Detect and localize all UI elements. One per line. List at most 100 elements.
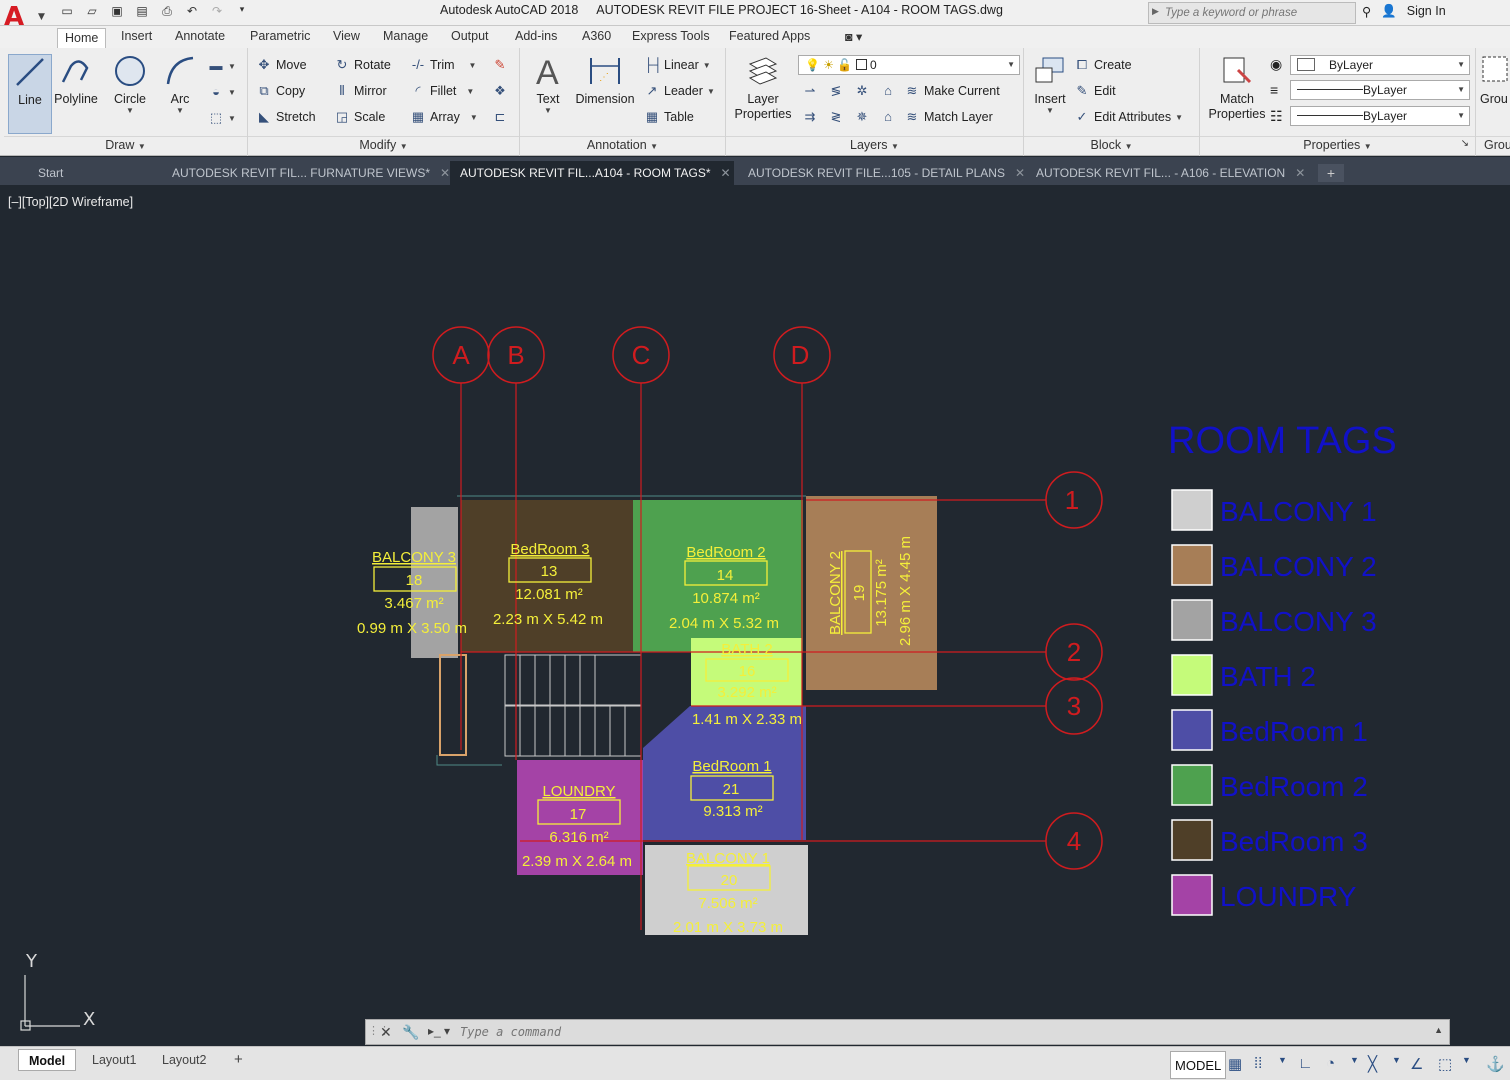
close-icon[interactable]: ✕: [1295, 166, 1306, 180]
copy-button[interactable]: ⧉Copy: [256, 81, 305, 101]
object-snap-icon[interactable]: ⬚: [1438, 1056, 1453, 1073]
layout-tab-layout1[interactable]: Layout1: [92, 1053, 137, 1067]
application-menu-button[interactable]: A▼: [4, 2, 46, 32]
erase-button[interactable]: ✎: [492, 55, 508, 75]
tab-view[interactable]: View: [333, 29, 360, 43]
close-icon[interactable]: ✕: [440, 166, 451, 180]
command-input[interactable]: [460, 1023, 1360, 1041]
tab-featured-apps[interactable]: Featured Apps: [729, 29, 811, 43]
chevron-up-icon[interactable]: ▲: [1434, 1025, 1443, 1035]
modify-panel-title[interactable]: Modify ▼: [248, 136, 519, 154]
grid-display-icon[interactable]: ▦: [1228, 1056, 1243, 1073]
stretch-button[interactable]: ◣Stretch: [256, 107, 316, 127]
layer-properties-button[interactable]: Layer Properties: [732, 54, 794, 122]
binoculars-icon[interactable]: ⚲: [1362, 5, 1372, 19]
linetype-dropdown[interactable]: ByLayer ▼: [1290, 106, 1470, 126]
rotate-button[interactable]: ↻Rotate: [334, 55, 391, 75]
new-icon[interactable]: ▭: [61, 4, 73, 18]
doc-tab-elevation[interactable]: AUTODESK REVIT FIL... - A106 - ELEVATION…: [1026, 161, 1310, 185]
arc-button[interactable]: Arc ▼: [160, 54, 200, 115]
leader-button[interactable]: ↗Leader▼: [644, 81, 715, 101]
match-properties-button[interactable]: Match Properties: [1204, 54, 1270, 122]
rectangle-button[interactable]: ▬▼: [208, 56, 236, 76]
group-button[interactable]: Grou: [1480, 54, 1510, 106]
fillet-button[interactable]: ◜Fillet▼: [410, 81, 474, 101]
snap-mode-icon[interactable]: ⁞⁞: [1254, 1055, 1263, 1072]
make-current-button[interactable]: ≋Make Current: [904, 81, 1000, 101]
dimension-button[interactable]: ⋰ Dimension: [572, 54, 638, 106]
polar-tracking-icon[interactable]: ◔: [1326, 1055, 1336, 1072]
model-space-toggle[interactable]: MODEL: [1170, 1051, 1227, 1079]
chevron-down-icon[interactable]: ▼: [176, 106, 184, 115]
tab-parametric[interactable]: Parametric: [250, 29, 311, 43]
move-button[interactable]: ✥Move: [256, 55, 307, 75]
polyline-button[interactable]: Polyline: [52, 54, 100, 106]
close-icon[interactable]: ✕: [720, 166, 731, 180]
explode-button[interactable]: ❖: [492, 81, 508, 101]
groups-panel-title[interactable]: Grou: [1476, 136, 1510, 154]
doc-tab-room-tags[interactable]: AUTODESK REVIT FIL...A104 - ROOM TAGS*✕: [450, 161, 734, 185]
layer-lock-icon[interactable]: ⌂: [884, 83, 892, 98]
match-layer-button[interactable]: ≋Match Layer: [904, 107, 993, 127]
edit-block-button[interactable]: ✎Edit: [1074, 81, 1116, 101]
tab-a360[interactable]: A360: [582, 29, 612, 43]
sign-in-area[interactable]: ⚲ 👤 Sign In: [1362, 4, 1446, 19]
grip-icon[interactable]: ⋮⋮: [368, 1025, 390, 1037]
undo-icon[interactable]: ↶: [186, 4, 198, 18]
layer-walk-icon[interactable]: ⇉: [804, 109, 816, 124]
new-tab-button[interactable]: +: [1318, 164, 1344, 182]
linear-button[interactable]: ├┤Linear▼: [644, 55, 711, 75]
layer-dropdown[interactable]: 💡 ☀ 🔓 0 ▼: [798, 55, 1020, 75]
add-layout-button[interactable]: +: [224, 1049, 253, 1071]
dialog-launcher-icon[interactable]: ↘: [1460, 138, 1469, 149]
chevron-down-icon[interactable]: ▼: [1462, 1055, 1471, 1065]
object-snap-tracking-icon[interactable]: ∠: [1410, 1056, 1424, 1073]
chevron-down-icon[interactable]: ▼: [544, 106, 552, 115]
command-prompt-icon[interactable]: ▸_ ▾: [428, 1024, 451, 1038]
ribbon-toggle-icon[interactable]: ◙ ▾: [845, 30, 863, 44]
doc-tab-detail-plans[interactable]: AUTODESK REVIT FILE...105 - DETAIL PLANS…: [738, 161, 1026, 185]
tab-add-ins[interactable]: Add-ins: [515, 29, 558, 43]
save-icon[interactable]: ▣: [111, 4, 123, 18]
lineweight-dropdown[interactable]: ByLayer ▼: [1290, 80, 1470, 100]
layer-freeze-icon[interactable]: ✲: [856, 83, 868, 98]
drawing-area[interactable]: [4, 186, 1510, 1018]
offset-button[interactable]: ⊏: [492, 107, 508, 127]
layout-tab-model[interactable]: Model: [18, 1049, 77, 1071]
tab-home[interactable]: Home: [57, 28, 107, 48]
annotation-panel-title[interactable]: Annotation ▼: [520, 136, 725, 154]
line-button[interactable]: Line: [8, 54, 52, 134]
tab-annotate[interactable]: Annotate: [175, 29, 226, 43]
scale-button[interactable]: ◲Scale: [334, 107, 385, 127]
search-box[interactable]: ▶: [1148, 2, 1356, 24]
doc-tab-start[interactable]: Start: [28, 161, 158, 185]
close-icon[interactable]: ✕: [380, 1024, 392, 1040]
layer-unlock-icon[interactable]: ⌂: [884, 109, 892, 124]
chevron-down-icon[interactable]: ▼: [126, 106, 134, 115]
block-panel-title[interactable]: Block ▼: [1024, 136, 1199, 154]
viewport-controls[interactable]: [–][Top][2D Wireframe]: [8, 195, 134, 209]
boundary-button[interactable]: ⬚▼: [208, 108, 236, 128]
array-button[interactable]: ▦Array▼: [410, 107, 478, 127]
layer-off-icon[interactable]: ⇀: [804, 83, 816, 98]
insert-button[interactable]: Insert ▼: [1028, 54, 1072, 115]
tab-manage[interactable]: Manage: [383, 29, 429, 43]
layout-tab-layout2[interactable]: Layout2: [162, 1053, 207, 1067]
hatch-button[interactable]: ◒▼: [208, 82, 236, 102]
draw-panel-title[interactable]: Draw ▼: [4, 136, 247, 154]
annotation-scale-icon[interactable]: ⚓: [1486, 1056, 1505, 1073]
mirror-button[interactable]: ⫴Mirror: [334, 81, 386, 101]
doc-tab-furniture-views[interactable]: AUTODESK REVIT FIL... FURNATURE VIEWS*✕: [162, 161, 450, 185]
table-button[interactable]: ▦Table: [644, 107, 694, 127]
text-button[interactable]: A Text ▼: [528, 54, 568, 115]
layer-isolate-icon[interactable]: ≶: [830, 83, 842, 98]
close-icon[interactable]: ✕: [1014, 166, 1026, 180]
sign-in-link[interactable]: Sign In: [1406, 4, 1446, 18]
tab-insert[interactable]: Insert: [121, 29, 153, 43]
chevron-down-icon[interactable]: ▼: [1046, 106, 1054, 115]
layer-unisolate-icon[interactable]: ≷: [830, 109, 842, 124]
search-input[interactable]: [1149, 3, 1339, 23]
ortho-mode-icon[interactable]: ∟: [1298, 1055, 1313, 1072]
create-block-button[interactable]: ⧠Create: [1074, 55, 1132, 75]
save-as-icon[interactable]: ▤: [136, 4, 148, 18]
